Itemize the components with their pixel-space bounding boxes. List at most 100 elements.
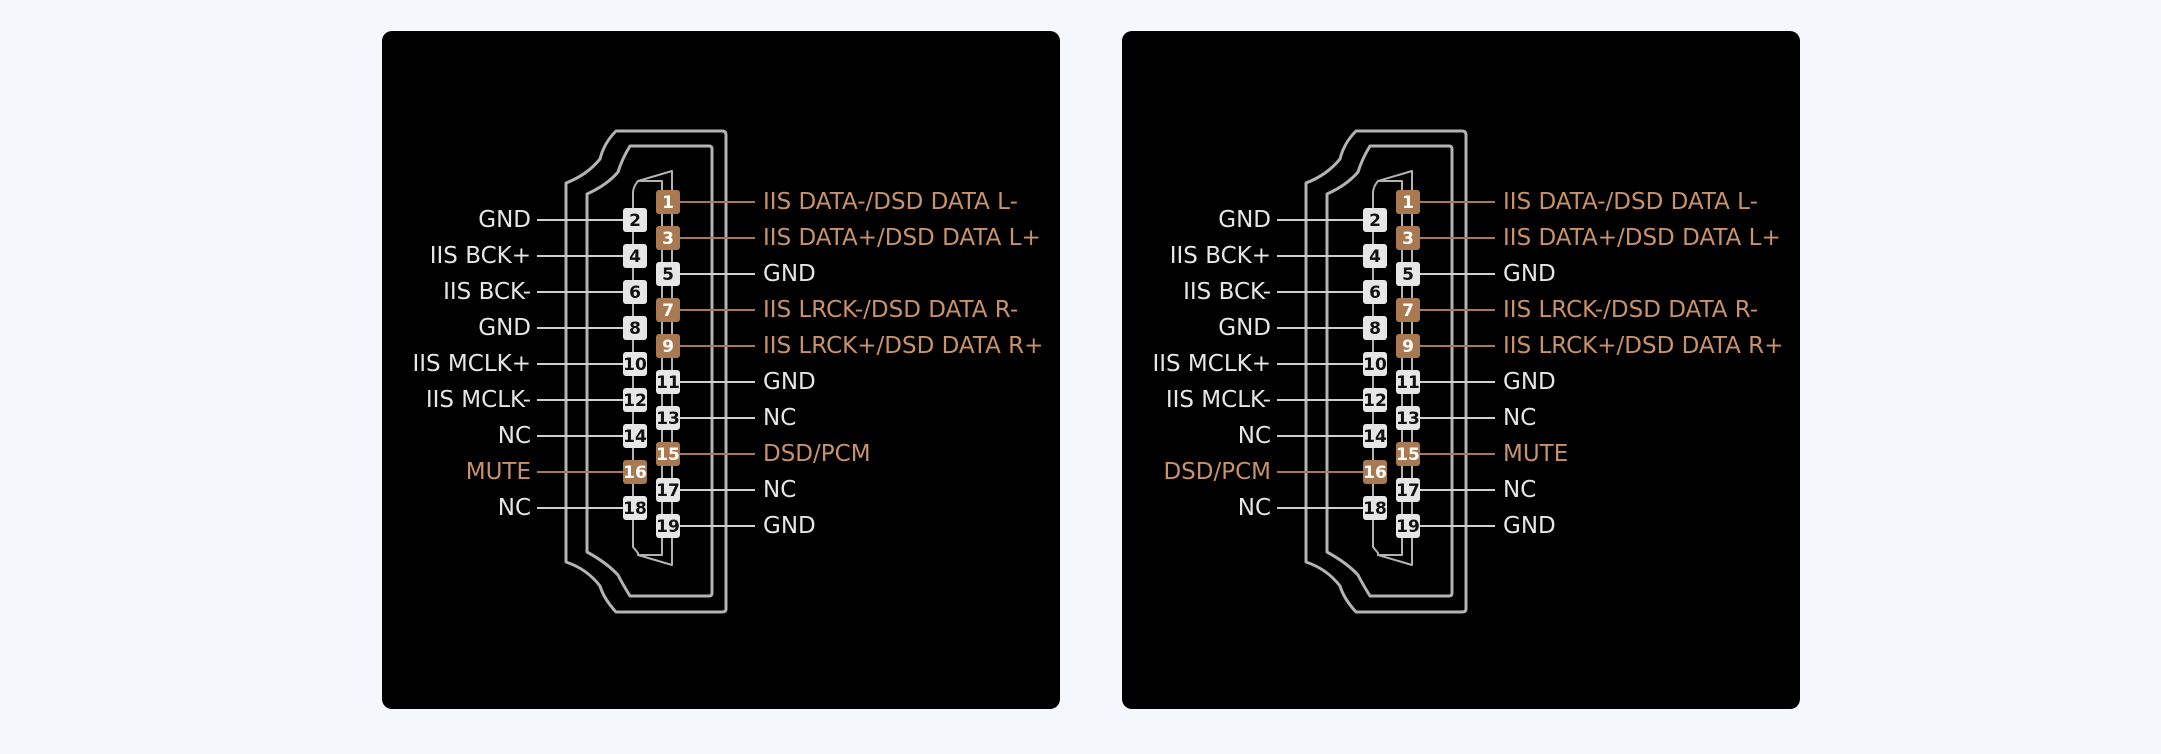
pin-number: 11 — [1396, 373, 1420, 393]
pin-15 — [1396, 442, 1420, 466]
pin-number: 9 — [1402, 337, 1414, 357]
pin-number: 3 — [1402, 229, 1414, 249]
pin-signal-label: IIS DATA+/DSD DATA L+ — [763, 225, 1041, 251]
pin-13 — [656, 406, 680, 430]
pin-signal-label: IIS DATA+/DSD DATA L+ — [1503, 225, 1781, 251]
pin-4 — [1363, 244, 1387, 268]
pin-number: 10 — [623, 355, 647, 375]
pin-signal-label: IIS MCLK- — [1166, 387, 1271, 413]
pin-signal-label: GND — [1503, 513, 1556, 539]
pin-signal-label: IIS BCK+ — [1170, 243, 1271, 269]
pin-signal-label: IIS LRCK-/DSD DATA R- — [763, 297, 1018, 323]
pin-14 — [1363, 424, 1387, 448]
pin-5 — [656, 262, 680, 286]
pin-19 — [1396, 514, 1420, 538]
pin-number: 2 — [1369, 211, 1381, 231]
pin-11 — [1396, 370, 1420, 394]
pin-10 — [623, 352, 647, 376]
pin-number: 18 — [623, 499, 647, 519]
pin-number: 19 — [1396, 517, 1420, 537]
pin-6 — [1363, 280, 1387, 304]
pin-number: 4 — [1369, 247, 1381, 267]
pin-number: 14 — [1363, 427, 1387, 447]
pin-signal-label: IIS LRCK+/DSD DATA R+ — [1503, 333, 1783, 359]
pin-5 — [1396, 262, 1420, 286]
pin-signal-label: IIS LRCK+/DSD DATA R+ — [763, 333, 1043, 359]
pin-number: 13 — [656, 409, 680, 429]
pin-number: 8 — [629, 319, 641, 339]
pin-2 — [1363, 208, 1387, 232]
pin-14 — [623, 424, 647, 448]
pin-signal-label: NC — [1503, 477, 1536, 503]
pin-number: 9 — [662, 337, 674, 357]
pin-number: 6 — [629, 283, 641, 303]
pin-number: 12 — [1363, 391, 1387, 411]
pin-number: 16 — [623, 463, 647, 483]
pin-13 — [1396, 406, 1420, 430]
pin-signal-label: GND — [1503, 369, 1556, 395]
pin-19 — [656, 514, 680, 538]
pin-signal-label: GND — [478, 207, 531, 233]
pin-number: 5 — [1402, 265, 1414, 285]
pin-number: 15 — [1396, 445, 1420, 465]
pin-1 — [656, 190, 680, 214]
pin-1 — [1396, 190, 1420, 214]
pin-17 — [1396, 478, 1420, 502]
pin-number: 4 — [629, 247, 641, 267]
pin-3 — [1396, 226, 1420, 250]
pin-18 — [1363, 496, 1387, 520]
pin-signal-label: MUTE — [466, 459, 531, 485]
connector-tongue — [637, 170, 673, 566]
connector-outer-shell — [564, 129, 728, 614]
pin-number: 18 — [1363, 499, 1387, 519]
pin-number: 17 — [1396, 481, 1420, 501]
pin-8 — [623, 316, 647, 340]
pin-signal-label: IIS MCLK+ — [1152, 351, 1271, 377]
pin-signal-label: GND — [478, 315, 531, 341]
pin-9 — [656, 334, 680, 358]
pin-12 — [1363, 388, 1387, 412]
pin-number: 7 — [662, 301, 674, 321]
pin-signal-label: IIS DATA-/DSD DATA L- — [1503, 189, 1758, 215]
pin-16 — [623, 460, 647, 484]
pin-signal-label: NC — [498, 495, 531, 521]
pin-signal-label: DSD/PCM — [1163, 459, 1271, 485]
pin-signal-label: NC — [1238, 423, 1271, 449]
pin-signal-label: NC — [1503, 405, 1536, 431]
pin-signal-label: MUTE — [1503, 441, 1568, 467]
pin-number: 1 — [1402, 193, 1414, 213]
pin-number: 19 — [656, 517, 680, 537]
connector-cavity — [632, 180, 663, 556]
pin-number: 5 — [662, 265, 674, 285]
pin-number: 10 — [1363, 355, 1387, 375]
pin-number: 7 — [1402, 301, 1414, 321]
pin-signal-label: IIS BCK- — [1183, 279, 1271, 305]
pin-signal-label: GND — [1218, 207, 1271, 233]
pin-signal-label: NC — [1238, 495, 1271, 521]
pin-signal-label: IIS MCLK- — [426, 387, 531, 413]
connector-outer-shell — [1304, 129, 1468, 614]
pin-signal-label: IIS DATA-/DSD DATA L- — [763, 189, 1018, 215]
pin-4 — [623, 244, 647, 268]
pin-7 — [1396, 298, 1420, 322]
pin-12 — [623, 388, 647, 412]
connector-inner-shell — [1325, 144, 1454, 598]
pin-number: 3 — [662, 229, 674, 249]
pin-signal-label: GND — [1218, 315, 1271, 341]
pin-signal-label: GND — [763, 369, 816, 395]
pin-number: 8 — [1369, 319, 1381, 339]
pin-signal-label: IIS MCLK+ — [412, 351, 531, 377]
pin-number: 2 — [629, 211, 641, 231]
pin-signal-label: DSD/PCM — [763, 441, 871, 467]
pin-signal-label: NC — [763, 405, 796, 431]
pin-15 — [656, 442, 680, 466]
pin-number: 11 — [656, 373, 680, 393]
pin-signal-label: NC — [763, 477, 796, 503]
pin-number: 16 — [1363, 463, 1387, 483]
pin-number: 13 — [1396, 409, 1420, 429]
connector-tongue — [1377, 170, 1413, 566]
pin-16 — [1363, 460, 1387, 484]
